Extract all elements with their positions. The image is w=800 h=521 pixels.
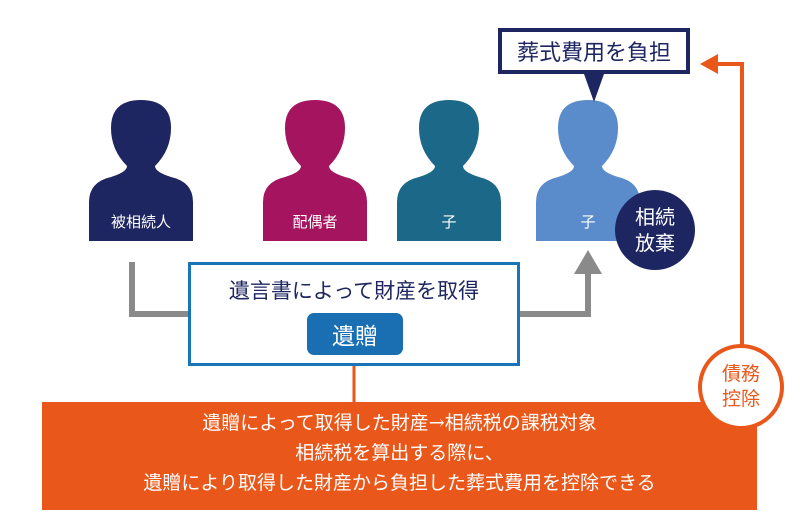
person-label-child-2: 子 — [580, 213, 596, 231]
deduction-line-1: 債務 — [721, 363, 760, 386]
info-line-3: 遺贈により取得した財産から負担した葬式費用を控除できる — [143, 472, 656, 494]
info-line-2: 相続税を算出する際に、 — [295, 442, 504, 464]
info-line-1: 遺贈によって取得した財産→相続税の課税対象 — [202, 412, 597, 434]
person-decedent — [89, 100, 193, 241]
bequest-text: 遺贈 — [332, 324, 378, 350]
info-box: 遺贈によって取得した財産→相続税の課税対象 相続税を算出する際に、 遺贈により取… — [42, 402, 757, 510]
person-spouse — [263, 100, 367, 241]
arrowhead-left-orange — [700, 54, 718, 74]
funeral-pointer — [584, 74, 604, 102]
person-child-2 — [536, 100, 640, 241]
connector-decedent-to-will — [129, 262, 188, 317]
renunciation-line-1: 相続 — [635, 205, 675, 229]
connector-deduction-to-funeral — [716, 62, 744, 345]
deduction-line-2: 控除 — [721, 388, 760, 410]
person-icon — [397, 100, 501, 241]
arrowhead-up-gray — [574, 250, 602, 274]
person-icon — [263, 100, 367, 241]
connector-will-to-child — [520, 272, 591, 317]
person-label-child-1: 子 — [441, 213, 457, 231]
deduction-badge: 債務 控除 — [698, 344, 784, 430]
person-label-spouse: 配偶者 — [292, 213, 338, 231]
funeral-cost-text: 葬式費用を負担 — [516, 41, 671, 66]
will-box: 遺言書によって財産を取得 遺贈 — [188, 262, 520, 366]
bequest-badge: 遺贈 — [307, 313, 403, 355]
will-text: 遺言書によって財産を取得 — [228, 279, 480, 303]
person-label-decedent: 被相続人 — [110, 213, 171, 231]
person-icon — [536, 100, 640, 241]
funeral-cost-box: 葬式費用を負担 — [498, 28, 690, 74]
renunciation-badge: 相続 放棄 — [615, 190, 695, 270]
renunciation-line-2: 放棄 — [635, 231, 675, 255]
person-child-1 — [397, 100, 501, 241]
person-icon — [89, 100, 193, 241]
